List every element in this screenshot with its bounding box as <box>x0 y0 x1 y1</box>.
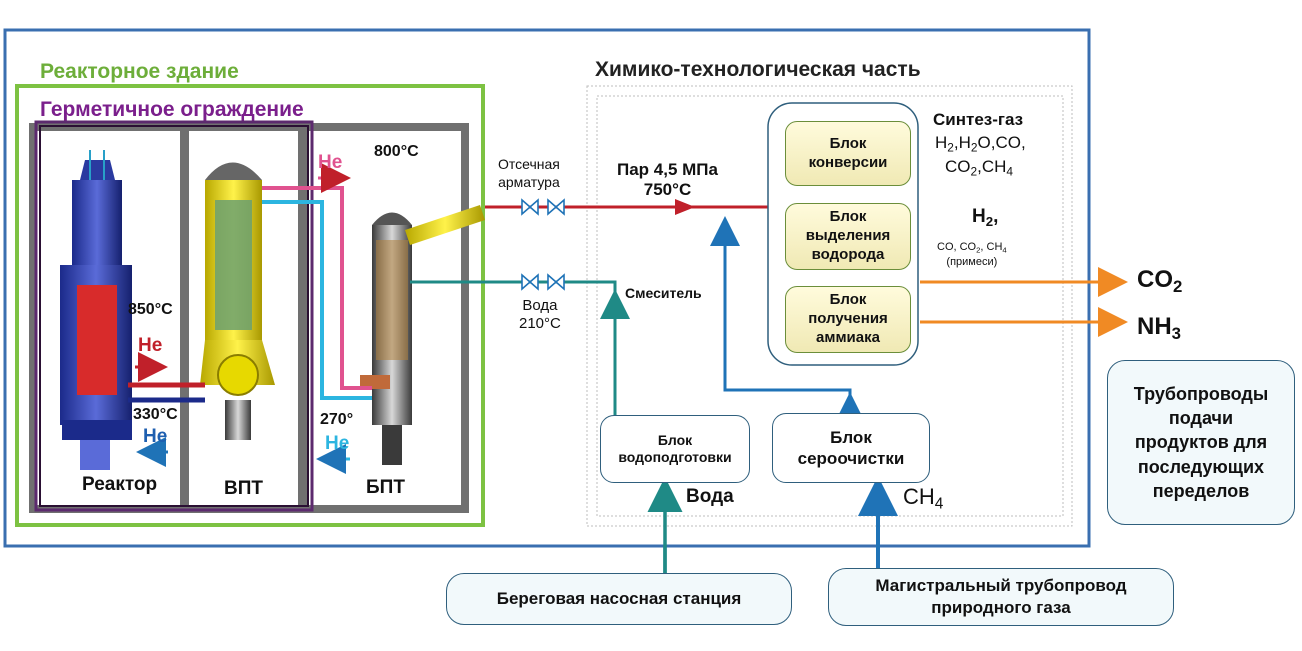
pipelines-bubble: Трубопроводы подачи продуктов для послед… <box>1107 360 1295 525</box>
water-prep-block: Блок водоподготовки <box>600 415 750 483</box>
syngas-line1: H2,H2O,CO, <box>935 133 1026 155</box>
water-210-label: Вода 210°C <box>519 297 561 332</box>
mixer-label: Смеситель <box>625 285 702 301</box>
co2-product: CO2 <box>1137 266 1183 297</box>
bpt-label: БПТ <box>366 477 405 498</box>
reactor-drawing <box>60 150 132 470</box>
he-cyan-label: He <box>325 433 350 454</box>
vpt-label: ВПТ <box>224 478 263 499</box>
vpt-drawing <box>200 162 275 440</box>
hydrogen-block: Блок выделения водорода <box>785 203 911 270</box>
nh3-product: NH3 <box>1137 313 1182 344</box>
gas-main-bubble: Магистральный трубопровод природного газ… <box>828 568 1174 626</box>
chemical-part-frame <box>586 85 1073 527</box>
containment-frame <box>34 120 314 512</box>
he-cold-label: He <box>143 426 168 447</box>
reactor-building-title: Реакторное здание <box>40 60 239 83</box>
chemical-part-title: Химико-технологическая часть <box>595 58 921 81</box>
bpt-drawing <box>360 205 485 465</box>
impurities-label: CO, CO2, CH4 (примеси) <box>937 241 1007 269</box>
water-valves <box>521 273 565 291</box>
ch4-input-label: CH4 <box>903 484 944 513</box>
he-pink-label: He <box>318 152 343 173</box>
syngas-line2: CO2,CH4 <box>945 157 1014 179</box>
steam-valves <box>521 198 565 216</box>
temp-800: 800°C <box>374 143 419 160</box>
h2-label: H2, <box>972 206 999 229</box>
pump-station-bubble: Береговая насосная станция <box>446 573 792 625</box>
temp-270: 270° <box>320 411 354 428</box>
water-input-label: Вода <box>686 486 734 507</box>
conversion-block: Блок конверсии <box>785 121 911 186</box>
ammonia-block: Блок получения аммиака <box>785 286 911 353</box>
water-line <box>410 280 617 300</box>
he-hot-loop <box>262 186 372 390</box>
desulfur-block: Блок сероочистки <box>772 413 930 483</box>
he-hot-label: He <box>138 335 163 356</box>
steam-label: Пар 4,5 МПа 750°C <box>617 160 718 200</box>
temp-850: 850°C <box>128 301 173 318</box>
he-cold-loop <box>262 200 372 400</box>
outer-frame <box>3 28 1091 548</box>
syngas-title: Синтез-газ <box>933 110 1024 129</box>
reactor-label: Реактор <box>82 474 158 495</box>
reactor-building-frame <box>15 84 485 527</box>
temp-330: 330°C <box>133 406 178 423</box>
containment-title: Герметичное ограждение <box>40 98 304 121</box>
